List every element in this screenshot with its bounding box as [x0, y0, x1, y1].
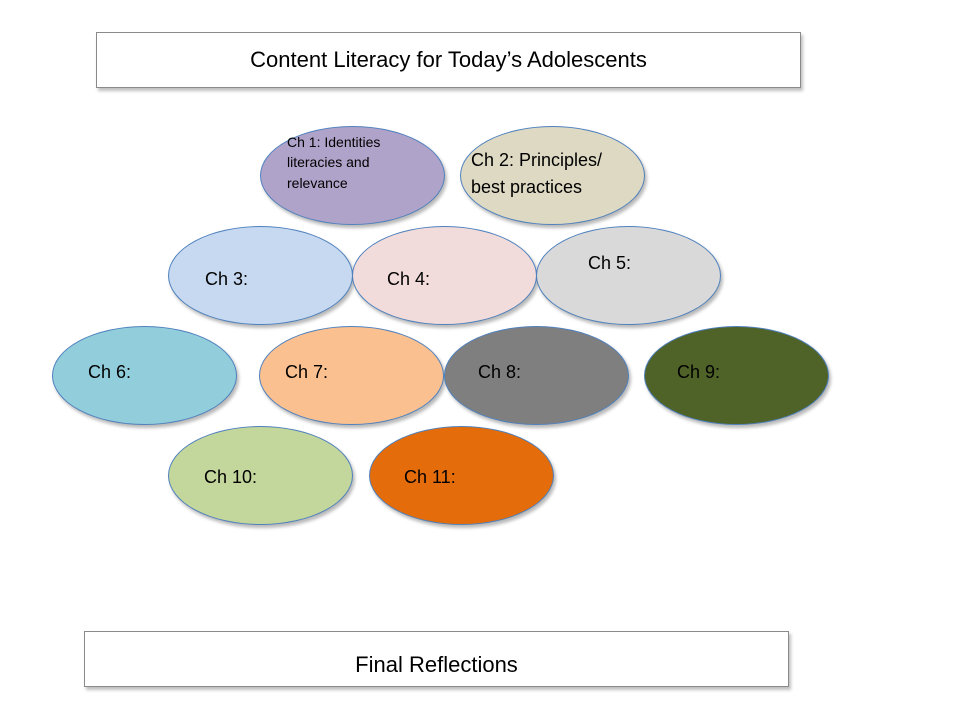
chapter-9-label: Ch 9:	[677, 362, 721, 382]
chapter-11-label: Ch 11:	[404, 467, 456, 487]
chapter-5-oval[interactable]: Ch 5:	[536, 226, 721, 325]
chapter-6-oval[interactable]: Ch 6:	[52, 326, 237, 425]
chapter-11-oval[interactable]: Ch 11:	[369, 426, 554, 525]
chapter-10-label: Ch 10:	[204, 467, 258, 487]
chapter-7-oval[interactable]: Ch 7:	[259, 326, 444, 425]
chapter-6-label: Ch 6:	[88, 362, 132, 382]
page-title: Content Literacy for Today’s Adolescents	[250, 47, 647, 72]
chapter-10-oval[interactable]: Ch 10:	[168, 426, 353, 525]
title-box: Content Literacy for Today’s Adolescents	[96, 32, 801, 88]
chapter-3-oval[interactable]: Ch 3:	[168, 226, 353, 325]
chapter-7-label: Ch 7:	[285, 362, 329, 382]
chapter-8-label: Ch 8:	[478, 362, 522, 382]
chapter-2-label: Ch 2: Principles/ best practices	[471, 150, 603, 197]
chapter-2-oval[interactable]: Ch 2: Principles/ best practices	[460, 126, 645, 225]
chapter-5-label: Ch 5:	[588, 253, 632, 273]
chapter-1-label: Ch 1: Identities literacies and relevanc…	[287, 134, 381, 191]
chapter-8-oval[interactable]: Ch 8:	[444, 326, 629, 425]
footer-box: Final Reflections	[84, 631, 789, 687]
chapter-4-label: Ch 4:	[387, 269, 431, 289]
chapter-3-label: Ch 3:	[205, 269, 249, 289]
footer-text: Final Reflections	[355, 652, 518, 677]
chapter-1-oval[interactable]: Ch 1: Identities literacies and relevanc…	[260, 126, 445, 225]
chapter-9-oval[interactable]: Ch 9:	[644, 326, 829, 425]
chapter-4-oval[interactable]: Ch 4:	[352, 226, 537, 325]
